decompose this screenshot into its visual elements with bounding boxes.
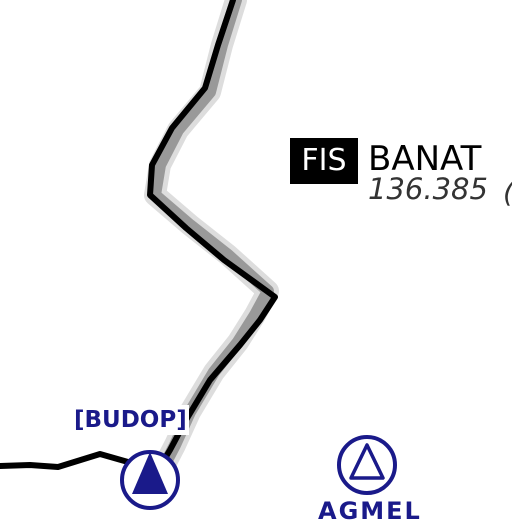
waypoint-budop-symbol[interactable] [120, 450, 180, 510]
fis-frequency[interactable]: 136.385 [368, 172, 488, 206]
waypoint-budop-triangle-icon [132, 452, 168, 494]
map-canvas[interactable] [0, 0, 512, 512]
boundary-line [0, 0, 279, 481]
waypoint-budop-label[interactable]: [BUDOP] [72, 405, 189, 435]
boundary-main [147, 0, 278, 473]
waypoint-second-triangle-icon [349, 443, 385, 480]
waypoint-second-label[interactable]: AGMEL [318, 497, 422, 525]
waypoint-second-symbol[interactable] [337, 435, 397, 495]
fis-trailing-text: ( [503, 176, 512, 210]
fis-badge: FIS [290, 138, 358, 184]
fis-name[interactable]: BANAT [368, 139, 482, 179]
